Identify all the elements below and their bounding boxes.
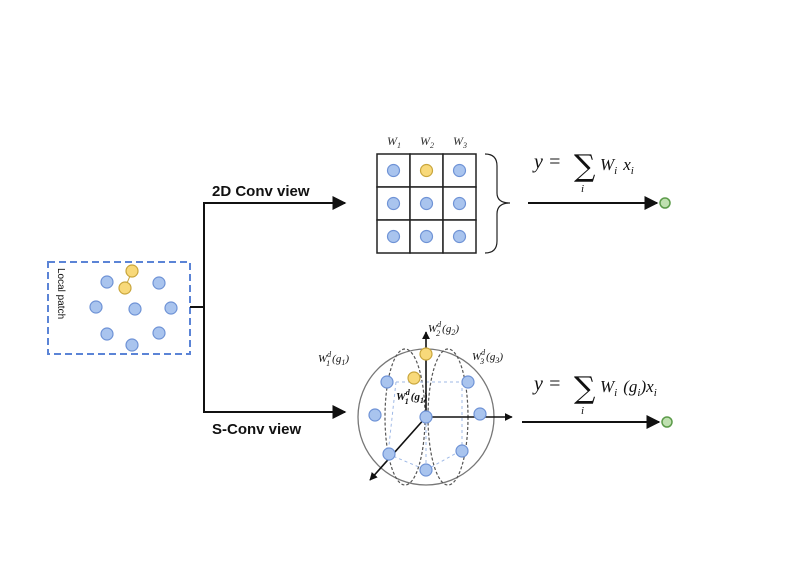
grid-node-r2-c3: [452, 196, 467, 211]
svg-text:∑: ∑: [574, 371, 596, 406]
patch-node-1: [100, 275, 114, 289]
patch-node-8: [100, 327, 114, 341]
patch-node-9: [152, 326, 166, 340]
bottom-output-node: [661, 416, 673, 428]
local-patch: Local patch: [47, 261, 191, 355]
sphere-node-10: [419, 463, 433, 477]
sphere-node-6: [419, 410, 433, 424]
grid-weight-label-2: W2: [420, 134, 434, 150]
grid-node-r2-c1: [386, 196, 401, 211]
patch-node-6: [128, 302, 142, 316]
svg-text:i: i: [581, 405, 584, 417]
branch-connector: [190, 196, 347, 419]
equation-s: y = ∑ i Wi(gi)xi: [532, 371, 657, 417]
sphere-node-7: [473, 407, 487, 421]
grid-node-r1-c2: [419, 163, 434, 178]
sphere-node-2: [407, 371, 421, 385]
sphere-node-4: [461, 375, 475, 389]
patch-node-5: [89, 300, 103, 314]
grid-cells: [376, 153, 477, 254]
grid-weight-label-3: W3: [453, 134, 467, 150]
patch-label: Local patch: [55, 268, 66, 319]
grid-brace: [484, 153, 511, 254]
grid-node-r3-c2: [419, 229, 434, 244]
grid-weight-labels: W1 W2 W3: [387, 134, 467, 150]
svg-text:y =: y =: [532, 151, 561, 173]
svg-text:∑: ∑: [574, 149, 596, 184]
sphere-node-5: [368, 408, 382, 422]
patch-node-2: [125, 264, 139, 278]
patch-node-4: [152, 276, 166, 290]
grid-node-r1-c3: [452, 163, 467, 178]
svg-text:Wi(gi)xi: Wi(gi)xi: [600, 377, 657, 399]
sphere-nodes: [368, 347, 487, 477]
conv-grid: W1 W2 W3: [376, 134, 477, 254]
sphere-node-9: [455, 444, 469, 458]
svg-text:y =: y =: [532, 373, 561, 395]
patch-node-3: [118, 281, 132, 295]
sphere-meridian-left: [384, 348, 426, 486]
top-branch-label: 2D Conv view: [212, 183, 310, 200]
patch-node-10: [125, 338, 139, 352]
grid-node-r1-c1: [386, 163, 401, 178]
patch-node-7: [164, 301, 178, 315]
svg-text:i: i: [581, 183, 584, 195]
top-output-node: [659, 197, 671, 209]
patch-nodes: [89, 264, 178, 352]
grid-node-r3-c1: [386, 229, 401, 244]
grid-node-r3-c3: [452, 229, 467, 244]
axis-y: [369, 416, 427, 481]
sphere-node-3: [380, 375, 394, 389]
sphere-axes: [369, 331, 513, 481]
sphere-node-8: [382, 447, 396, 461]
grid-node-r2-c2: [419, 196, 434, 211]
grid-weight-label-1: W1: [387, 134, 401, 150]
sphere-node-1: [419, 347, 433, 361]
bottom-branch-label: S-Conv view: [212, 421, 302, 438]
